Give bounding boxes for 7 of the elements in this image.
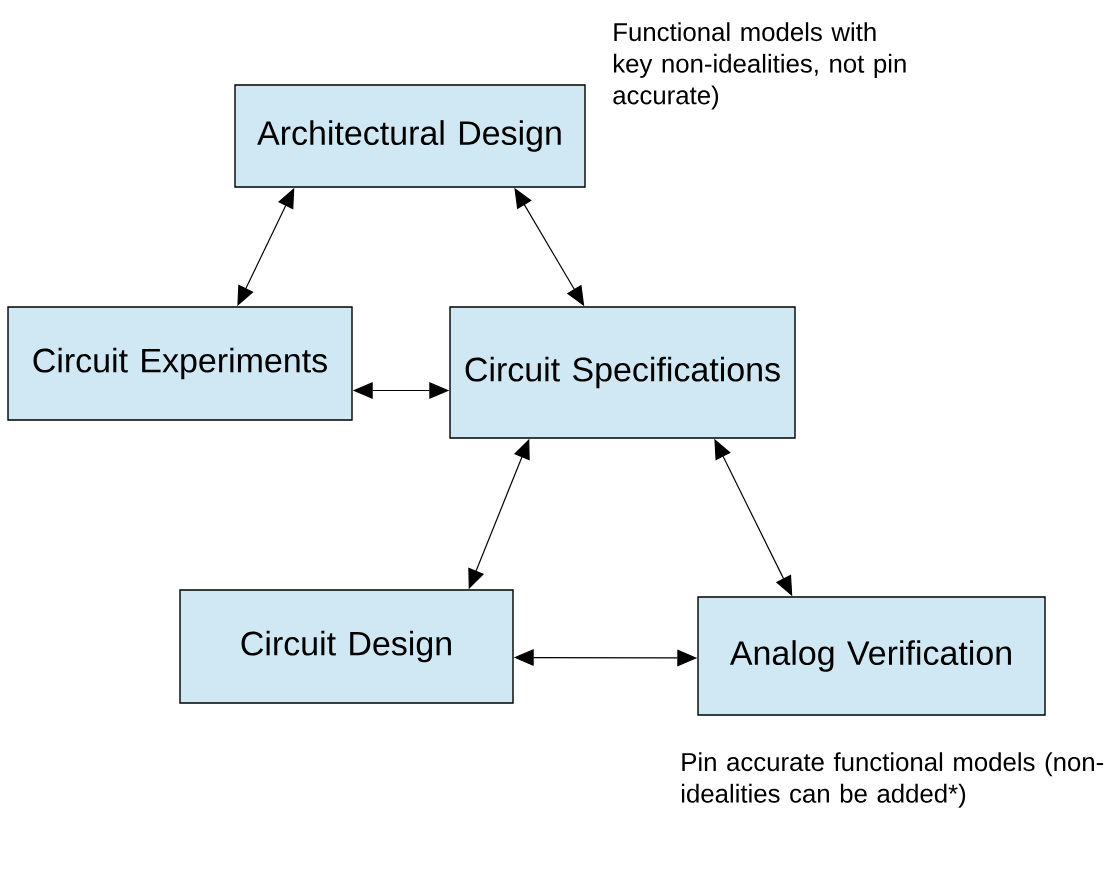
process-box: Analog Verification <box>697 596 1046 716</box>
process-box: Circuit Experiments <box>7 306 353 421</box>
process-box: Circuit Specifications <box>449 306 796 439</box>
process-box: Architectural Design <box>234 84 586 188</box>
process-box: Circuit Design <box>179 589 514 704</box>
note-text: Functional models with key non-idealities, not pin accurate) <box>613 22 906 110</box>
note-text: Pin accurate functional models (non-idealities can be added*) <box>681 752 1104 808</box>
